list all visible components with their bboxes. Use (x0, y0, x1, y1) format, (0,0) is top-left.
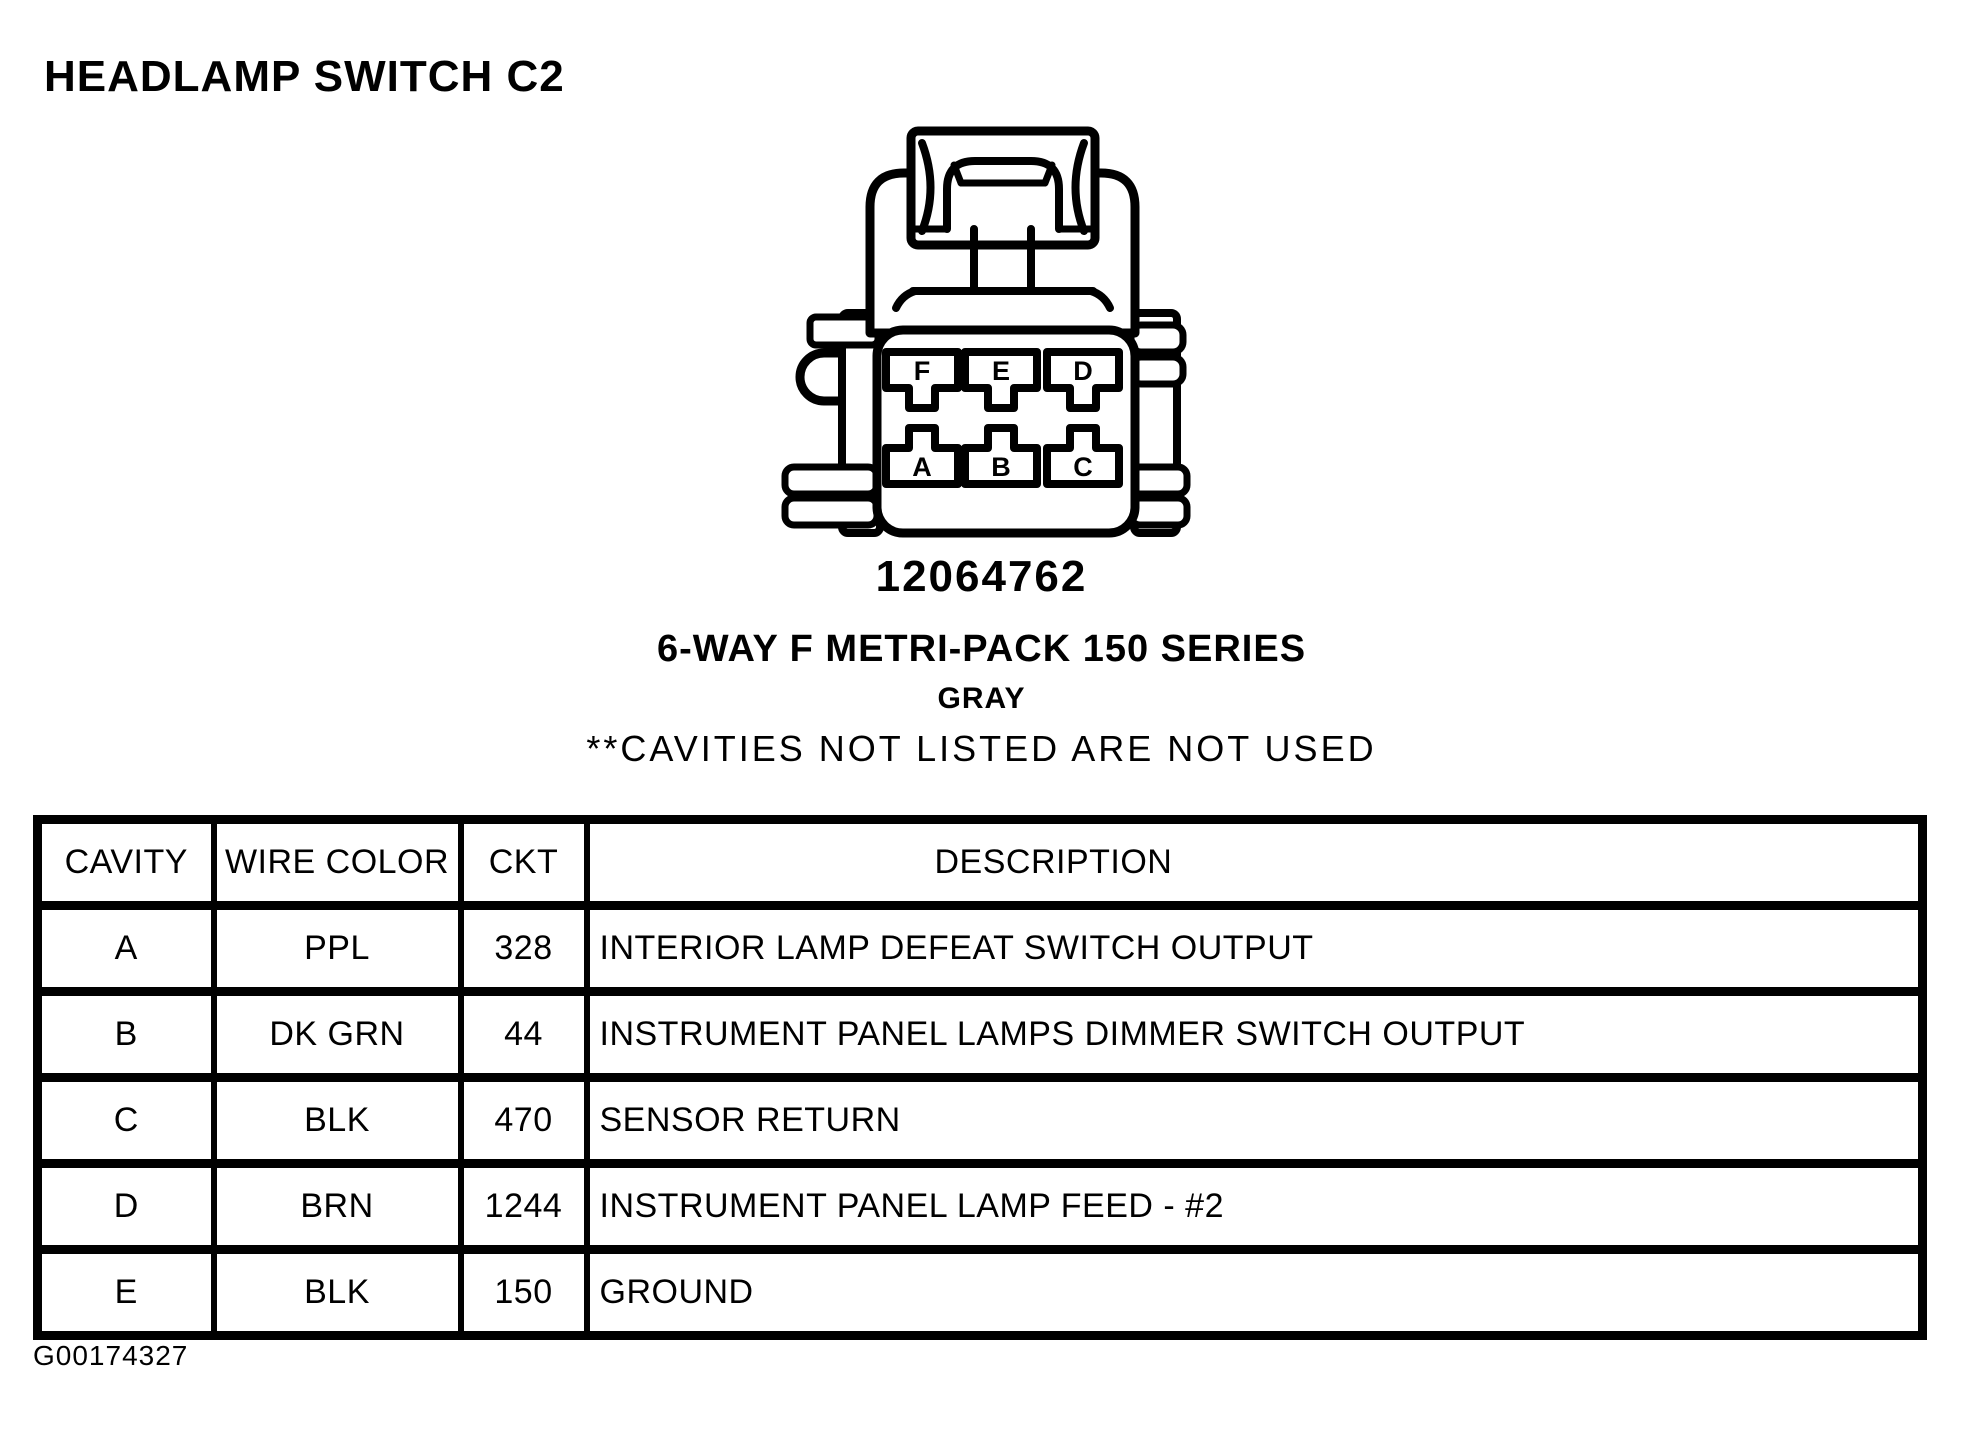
cell-ckt: 150 (457, 1245, 590, 1340)
connector-part-number: 12064762 (875, 552, 1088, 601)
pinout-table: CAVITY WIRE COLOR CKT DESCRIPTION A PPL … (33, 815, 1927, 1340)
connector-latch-tower (906, 126, 1100, 250)
cavity-F (882, 348, 962, 412)
cell-wire-color: PPL (210, 901, 464, 996)
cavity-label-C: C (1073, 452, 1093, 482)
cell-wire-color: BLK (210, 1245, 464, 1340)
cavity-label-B: B (991, 452, 1011, 482)
cell-cavity: B (34, 987, 217, 1082)
cavity-D (1043, 348, 1123, 412)
cell-description: INTERIOR LAMP DEFEAT SWITCH OUTPUT (583, 901, 1926, 996)
cell-cavity: E (34, 1245, 217, 1340)
cell-ckt: 470 (457, 1073, 590, 1168)
cell-description: SENSOR RETURN (583, 1073, 1926, 1168)
connector-series: 6-WAY F METRI-PACK 150 SERIES (656, 628, 1307, 670)
cell-cavity: C (34, 1073, 217, 1168)
cavity-C (1043, 424, 1123, 488)
header-wire-color: WIRE COLOR (210, 815, 464, 910)
cavity-E (961, 348, 1041, 412)
cavity-label-A: A (912, 452, 932, 482)
cavity-label-E: E (992, 356, 1010, 386)
cell-wire-color: DK GRN (210, 987, 464, 1082)
cell-description: GROUND (583, 1245, 1926, 1340)
cell-wire-color: BLK (210, 1073, 464, 1168)
cell-description: INSTRUMENT PANEL LAMP FEED - #2 (583, 1159, 1926, 1254)
connector-drawing: F E D A B C (781, 126, 1191, 538)
connector-left-wing (781, 309, 884, 537)
table-row: B DK GRN 44 INSTRUMENT PANEL LAMPS DIMME… (34, 987, 1926, 1082)
table-row: E BLK 150 GROUND (34, 1245, 1926, 1340)
header-ckt: CKT (457, 815, 590, 910)
cell-ckt: 1244 (457, 1159, 590, 1254)
cavity-label-F: F (914, 356, 931, 386)
cavity-A (882, 424, 962, 488)
header-description: DESCRIPTION (583, 815, 1926, 910)
cavities-note: **CAVITIES NOT LISTED ARE NOT USED (586, 728, 1377, 769)
cell-ckt: 44 (457, 987, 590, 1082)
table-row: D BRN 1244 INSTRUMENT PANEL LAMP FEED - … (34, 1159, 1926, 1254)
table-row: A PPL 328 INTERIOR LAMP DEFEAT SWITCH OU… (34, 901, 1926, 996)
connector-latch-arm (892, 241, 1114, 312)
cell-wire-color: BRN (210, 1159, 464, 1254)
connector-cavities-top: F E D (882, 348, 1123, 412)
table-row: C BLK 470 SENSOR RETURN (34, 1073, 1926, 1168)
connector-housing-color: GRAY (937, 682, 1026, 715)
cell-ckt: 328 (457, 901, 590, 996)
connector-diagram: F E D A B C (755, 95, 1195, 545)
pinout-header-row: CAVITY WIRE COLOR CKT DESCRIPTION (34, 815, 1926, 910)
cell-cavity: D (34, 1159, 217, 1254)
header-cavity: CAVITY (34, 815, 217, 910)
connector-cavities-bottom: A B C (882, 424, 1123, 488)
figure-id: G00174327 (33, 1340, 189, 1371)
cell-description: INSTRUMENT PANEL LAMPS DIMMER SWITCH OUT… (583, 987, 1926, 1082)
cavity-B (961, 424, 1041, 488)
cavity-label-D: D (1073, 356, 1093, 386)
page-title: HEADLAMP SWITCH C2 (44, 52, 565, 101)
cell-cavity: A (34, 901, 217, 996)
